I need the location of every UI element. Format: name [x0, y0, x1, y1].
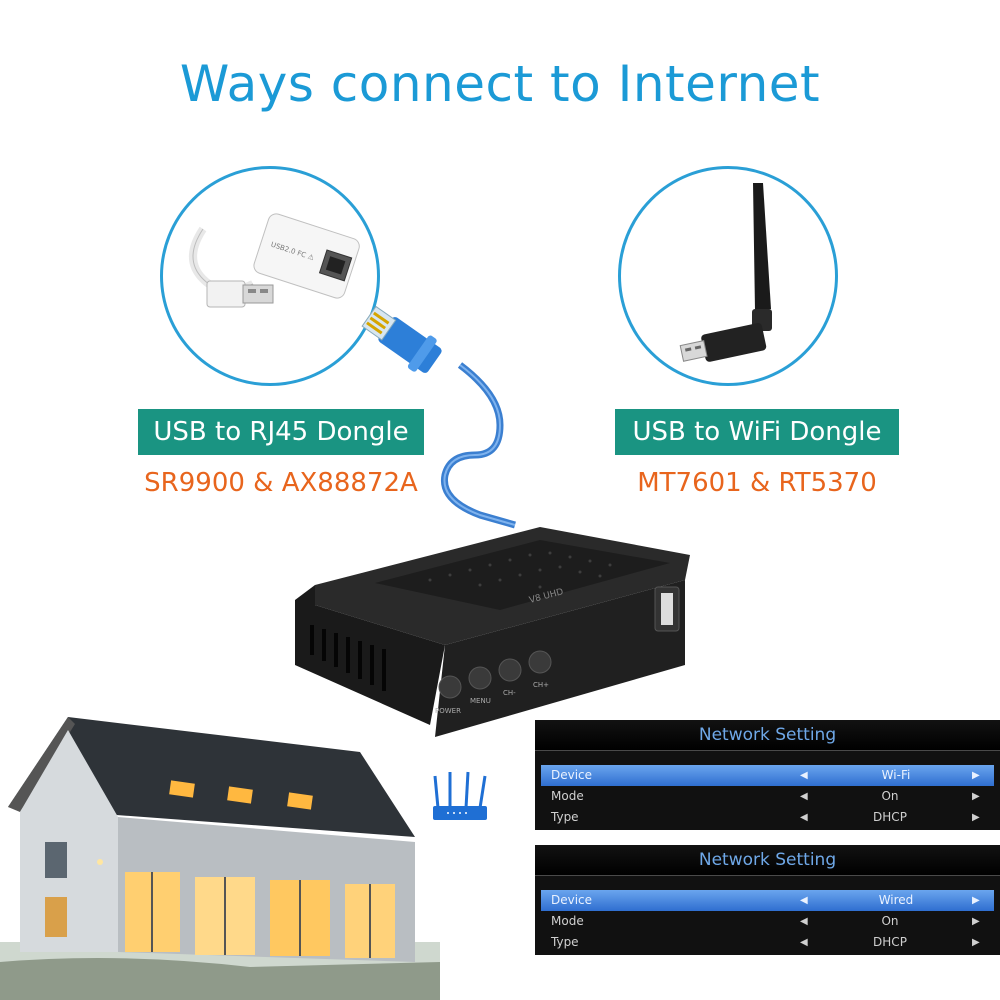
panel-title: Network Setting — [535, 720, 1000, 751]
right-arrow-icon[interactable]: ▶ — [972, 895, 980, 906]
row-key: Mode — [551, 914, 584, 928]
row-value: DHCP — [873, 935, 907, 949]
network-setting-panel-wifi: Network Setting Device ◀ Wi-Fi ▶ Mode ◀ … — [535, 720, 1000, 830]
rj45-dongle-label: USB to RJ45 Dongle — [138, 409, 424, 455]
type-row[interactable]: Type ◀ DHCP ▶ — [535, 807, 1000, 828]
network-setting-panel-wired: Network Setting Device ◀ Wired ▶ Mode ◀ … — [535, 845, 1000, 955]
right-arrow-icon[interactable]: ▶ — [972, 937, 980, 948]
device-row[interactable]: Device ◀ Wired ▶ — [541, 890, 994, 911]
ch-minus-button-label: CH- — [503, 689, 516, 697]
left-arrow-icon[interactable]: ◀ — [800, 916, 808, 927]
row-value: DHCP — [873, 810, 907, 824]
row-key: Mode — [551, 789, 584, 803]
right-arrow-icon[interactable]: ▶ — [972, 812, 980, 823]
panel-title: Network Setting — [535, 845, 1000, 876]
left-arrow-icon[interactable]: ◀ — [800, 937, 808, 948]
type-row[interactable]: Type ◀ DHCP ▶ — [535, 932, 1000, 953]
right-arrow-icon[interactable]: ▶ — [972, 791, 980, 802]
left-arrow-icon[interactable]: ◀ — [800, 770, 808, 781]
usb-ethernet-adapter-icon: USB2.0 FC ⚠ — [189, 213, 360, 308]
mode-row[interactable]: Mode ◀ On ▶ — [535, 786, 1000, 807]
page-title: Ways connect to Internet — [179, 55, 821, 113]
set-top-box-device: POWER MENU CH- CH+ V8 UHD — [295, 527, 690, 737]
wifi-dongle-label: USB to WiFi Dongle — [615, 409, 899, 455]
left-arrow-icon[interactable]: ◀ — [800, 791, 808, 802]
rj45-chipset-text: SR9900 & AX88872A — [144, 468, 418, 498]
wifi-router-icon — [433, 771, 487, 820]
row-key: Type — [551, 810, 579, 824]
ethernet-cable-icon — [361, 305, 516, 529]
menu-button-label: MENU — [470, 697, 491, 705]
device-row[interactable]: Device ◀ Wi-Fi ▶ — [541, 765, 994, 786]
right-arrow-icon[interactable]: ▶ — [972, 770, 980, 781]
usb-wifi-antenna-icon — [679, 183, 772, 362]
row-key: Device — [551, 893, 593, 907]
wifi-dongle-circle — [618, 166, 838, 386]
row-value: On — [881, 789, 899, 803]
right-arrow-icon[interactable]: ▶ — [972, 916, 980, 927]
row-key: Type — [551, 935, 579, 949]
row-value: Wi-Fi — [881, 768, 911, 782]
row-value: Wired — [878, 893, 914, 907]
house-illustration — [0, 717, 440, 1000]
row-key: Device — [551, 768, 593, 782]
ch-plus-button-label: CH+ — [533, 681, 549, 689]
mode-row[interactable]: Mode ◀ On ▶ — [535, 911, 1000, 932]
left-arrow-icon[interactable]: ◀ — [800, 895, 808, 906]
wifi-chipset-text: MT7601 & RT5370 — [637, 468, 877, 498]
left-arrow-icon[interactable]: ◀ — [800, 812, 808, 823]
rj45-dongle-circle: USB2.0 FC ⚠ — [160, 166, 380, 386]
row-value: On — [881, 914, 899, 928]
power-button-label: POWER — [435, 707, 461, 715]
